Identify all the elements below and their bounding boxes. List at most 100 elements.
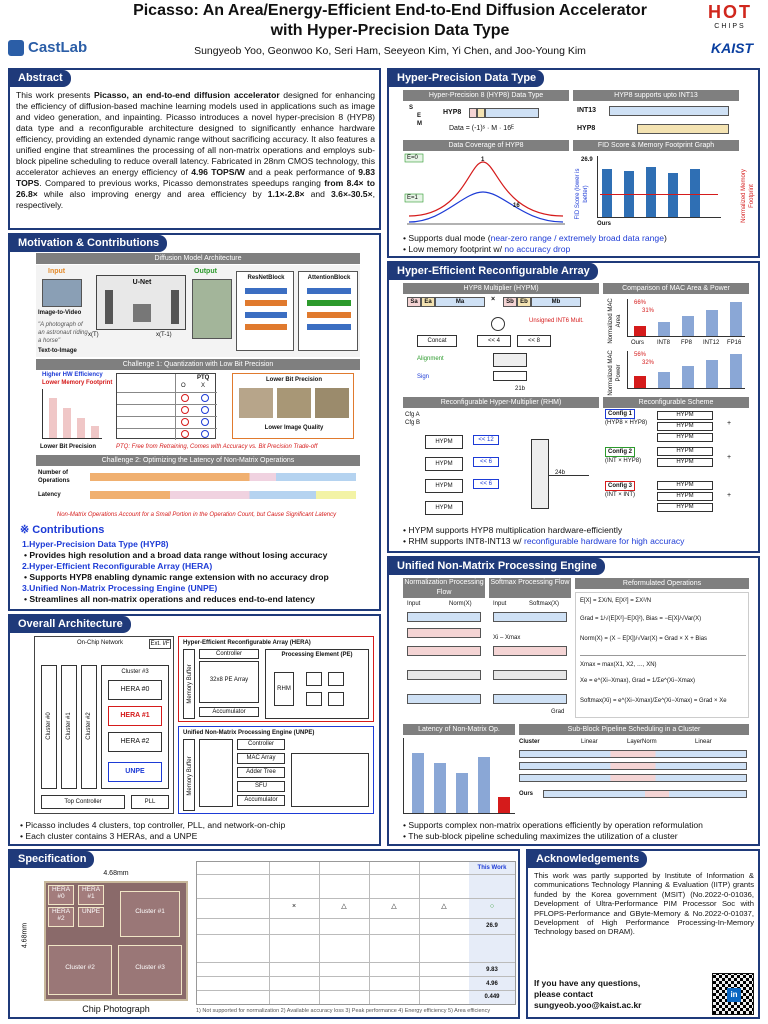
hyp8-s: S (409, 105, 414, 111)
spec-val-2: 9.83 (486, 967, 498, 973)
ptq-mark-5 (201, 394, 209, 402)
softmax-stage-1 (493, 612, 567, 622)
cfg3-hypm-3: HYPM (657, 503, 713, 512)
unpe-detail-title: Unified Non-Matrix Processing Engine (UN… (183, 730, 315, 736)
mac-area-plot: 66% 31% (627, 299, 745, 337)
spec-mark-4: △ (441, 903, 447, 910)
unet-decoder (171, 290, 179, 324)
ch1-bar-1 (49, 398, 57, 438)
fid-value: 26.9 (581, 157, 593, 163)
hypm-multiplier (491, 317, 505, 331)
num-ops-label: Number of Operations (38, 470, 70, 484)
overall-heading: Overall Architecture (10, 616, 131, 633)
abstract-p1a: This work presents (16, 90, 95, 100)
unpe-buffer-grid (199, 739, 233, 807)
unpe-mac-array: MAC Array (237, 753, 285, 764)
contributions-heading: ※ Contributions (20, 524, 105, 536)
abstract-text: This work presents Picasso, an end-to-en… (16, 90, 375, 211)
poster-title-line1: Picasso: An Area/Energy-Efficient End-to… (133, 2, 647, 19)
qr-code-icon[interactable]: in (712, 973, 754, 1015)
hyp8-label: HYP8 (443, 109, 462, 116)
chip-height-label: 4.68mm (21, 922, 29, 949)
spec-val-3: 4.96 (486, 981, 498, 987)
hera0-box: HERA #0 (108, 680, 162, 700)
reform-formulas: E[X] = ΣX/N, E[X²] = ΣX²/N Grad = 1/√(E[… (575, 592, 749, 718)
hera-bullet-2: • RHM supports INT8-INT13 w/ reconfigura… (403, 536, 684, 547)
reconfig-plus-2: + (727, 454, 732, 461)
ptq-mark-3 (181, 418, 189, 426)
spec-col-line-3 (369, 862, 370, 1004)
lower-bit-box-label: Lower Bit Precision (265, 377, 322, 383)
abstract-p1i: while also improving energy and area eff… (37, 189, 268, 199)
rhm-shift12: << 12 (473, 435, 499, 445)
reconfig-plus-1: + (727, 420, 732, 427)
resnet-bar-3 (245, 312, 287, 318)
poster-title-line2: with Hyper-Precision Data Type (270, 22, 510, 39)
ext-if: Ext. I/F (149, 639, 171, 649)
contact-email[interactable]: sungyeob.yoo@kaist.ac.kr (534, 1000, 642, 1010)
cluster1-label: Cluster #1 (66, 712, 72, 740)
reconfig-diagram: Config 1 (HYP8 × HYP8) HYPM HYPM HYPM Co… (603, 409, 749, 519)
formula-1: E[X] = ΣX/N, E[X²] = ΣX²/N (580, 598, 652, 604)
resnet-bar-2 (245, 300, 287, 306)
formula-divider (580, 655, 746, 656)
pll-box: PLL (131, 795, 169, 809)
ptq-head: PTQ (197, 375, 210, 381)
xt-label: x(T) (88, 332, 99, 338)
unpe-heading: Unified Non-Matrix Processing Engine (389, 558, 605, 575)
mac-area-bar-int12 (706, 310, 718, 336)
config1-label: Config 1 (605, 409, 635, 419)
hypm-title: HYP8 Multiplier (HYPM) (403, 283, 599, 294)
mac-area-bar-fp8 (682, 316, 694, 336)
pipeline-row-1 (519, 750, 747, 758)
hypm-shift4: << 4 (477, 335, 511, 347)
pe-reg-2 (328, 672, 344, 686)
hyp-panel: Hyper-Precision Data Type Hyper-Precisio… (387, 68, 760, 258)
hera-accumulator: Accumulator (199, 707, 259, 717)
pipeline-row-2 (519, 762, 747, 770)
softmax-output: Softmax(X) (529, 601, 560, 607)
hyp8-format: S E M HYP8 Data = (-1)ˢ · M · 16ᴱ (403, 104, 569, 138)
nonmatrix-note: Non-Matrix Operations Account for a Smal… (56, 512, 337, 518)
horse-image-2 (277, 388, 311, 418)
spec-col-line-1 (269, 862, 270, 1004)
cluster2-label: Cluster #2 (86, 712, 92, 740)
cfg3-hypm-1: HYPM (657, 481, 713, 490)
output-label: Output (194, 268, 217, 275)
hyp8-m: M (417, 121, 422, 127)
hypm-concat: Concat (417, 335, 457, 347)
unpe-mem-label: Memory Buffer (187, 756, 193, 796)
rhm-title: Reconfigurable Hyper-Multiplier (RHM) (403, 397, 599, 408)
pipeline-linear-2: Linear (695, 739, 712, 745)
hyp8-formula: Data = (-1)ˢ · M · 16ᴱ (449, 125, 514, 132)
int13-bits (609, 106, 729, 116)
mac-area-pct66: 66% (634, 300, 647, 306)
challenge1-diagram: Higher HW Efficiency Lower Memory Footpr… (36, 371, 360, 453)
rhm-shift6-1: << 6 (473, 457, 499, 467)
chip-caption: Chip Photograph (82, 1004, 150, 1014)
rhm-hypm-4: HYPM (425, 501, 463, 515)
hyp-b2b: no accuracy drop (504, 244, 571, 254)
spec-footnotes: 1) Not supported for normalization 2) Av… (196, 1008, 491, 1014)
chip-unpe: UNPE (78, 907, 104, 927)
rhm-hypm-2: HYPM (425, 457, 463, 471)
unet-encoder (105, 290, 113, 324)
contribution-2b: • Supports HYP8 enabling dynamic range e… (24, 572, 329, 582)
lower-bit-axis: Lower Bit Precision (40, 444, 97, 450)
ptq-note: PTQ: Free from Retraining, Comes with Ac… (116, 444, 318, 450)
ptq-x: X (201, 383, 206, 389)
reform-title: Reformulated Operations (575, 578, 749, 589)
hyp-b1b: near-zero range / extremely broad data r… (490, 233, 664, 243)
hera-b2b: reconfigurable hardware for high accurac… (523, 536, 685, 546)
hera1-box: HERA #1 (108, 706, 162, 726)
coverage-e1: E=1 (407, 195, 418, 201)
chip-cluster3: Cluster #3 (118, 945, 182, 995)
num-ops-bar (90, 473, 356, 481)
chip-cluster2: Cluster #2 (48, 945, 112, 995)
reconfig-title: Reconfigurable Scheme (603, 397, 749, 408)
motivation-panel: Motivation & Contributions Diffusion Mod… (8, 233, 381, 611)
cfg2-hypm-2: HYPM (657, 458, 713, 467)
int13-format: INT13 HYP8 (573, 104, 739, 138)
diffusion-arch-title: Diffusion Model Architecture (36, 253, 360, 264)
spec-mark-1: × (291, 903, 297, 910)
